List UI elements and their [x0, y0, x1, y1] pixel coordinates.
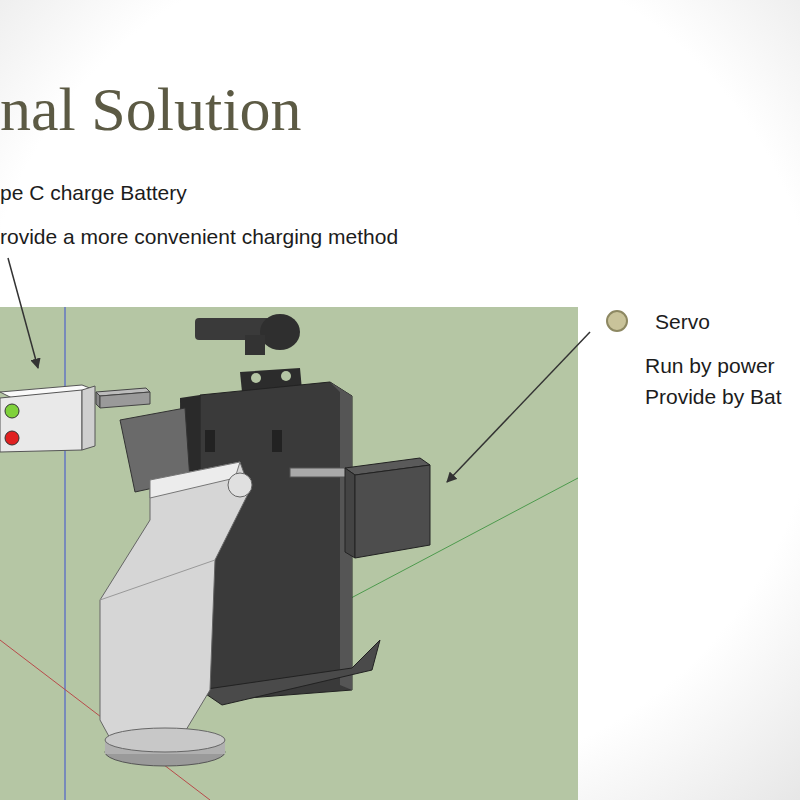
- top-connector-part: [195, 314, 300, 355]
- servo-motor: [290, 458, 430, 558]
- support-arm: [100, 408, 252, 766]
- callout-heading: Servo: [655, 309, 710, 334]
- callout-text: rovide a more convenient charging method: [0, 224, 398, 249]
- slide-title: nal Solution: [0, 78, 301, 140]
- bullet-dot: [607, 311, 627, 331]
- callout-heading: pe C charge Battery: [0, 180, 187, 205]
- leader-arrow: [447, 332, 590, 482]
- battery-box: [0, 385, 95, 452]
- callout-text: Provide by Bat: [645, 384, 782, 409]
- leader-arrow: [8, 258, 38, 368]
- axis-blue: [65, 307, 66, 800]
- callout-text: Run by power: [645, 353, 775, 378]
- model-viewport: [0, 307, 578, 800]
- usb-c-connector: [96, 388, 150, 408]
